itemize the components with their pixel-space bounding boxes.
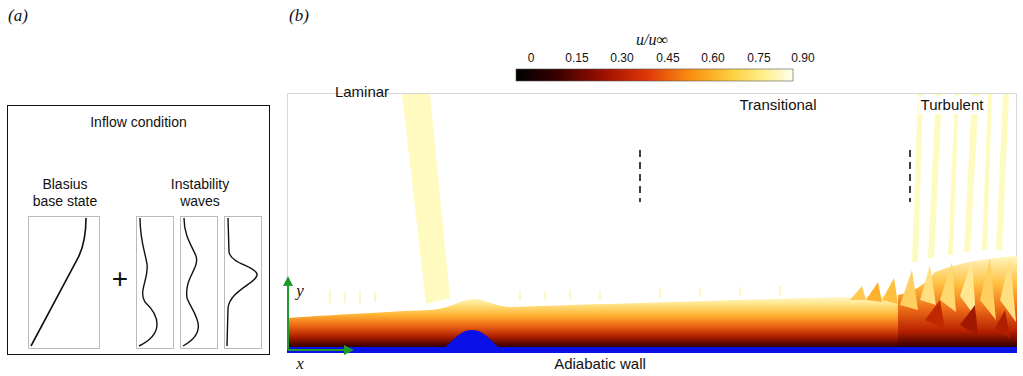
turbulent-streaks bbox=[912, 94, 1009, 262]
axis-arrows bbox=[283, 276, 354, 355]
colourbar-tick: 0.45 bbox=[656, 51, 679, 65]
colourbar-tick: 0.75 bbox=[747, 51, 770, 65]
region-label: Laminar bbox=[335, 83, 389, 101]
axis-label: y bbox=[296, 281, 304, 301]
wall-label: Adiabatic wall bbox=[554, 355, 646, 373]
box-heading: Blasius base state bbox=[28, 176, 102, 210]
axis-label: x bbox=[296, 354, 304, 374]
colourbar-tick: 0.90 bbox=[791, 51, 814, 65]
wall-bump bbox=[437, 330, 507, 350]
panel-label: (b) bbox=[289, 6, 309, 26]
colourbar-tick: 0.30 bbox=[610, 51, 633, 65]
instability-plot: Instability waves bbox=[136, 176, 264, 349]
turbulent-structures bbox=[850, 258, 1016, 338]
colour-bar bbox=[516, 69, 793, 81]
region-divider bbox=[909, 150, 911, 202]
instability-profiles bbox=[136, 216, 262, 349]
colourbar-tick: 0.15 bbox=[565, 51, 588, 65]
inflow-condition-box: Inflow conditionBlasius base state Insta… bbox=[7, 105, 270, 355]
adiabatic-wall bbox=[287, 347, 1017, 353]
plot-holder bbox=[28, 216, 102, 349]
plot-frame bbox=[288, 94, 1017, 350]
blasius-plot: Blasius base state bbox=[28, 176, 102, 349]
plot-holder bbox=[136, 216, 264, 349]
region-label: Transitional bbox=[740, 96, 817, 114]
colourbar-tick: 0 bbox=[528, 51, 535, 65]
turbulent-boundary-layer bbox=[898, 256, 1017, 350]
plus-sign: + bbox=[112, 262, 128, 296]
panel-label: (a) bbox=[8, 6, 28, 26]
colourbar-tick: 0.60 bbox=[701, 51, 724, 65]
box-heading: Inflow condition bbox=[14, 114, 264, 131]
laminar-boundary-layer bbox=[287, 295, 905, 350]
blasius-profile bbox=[28, 216, 100, 349]
box-heading: Instability waves bbox=[152, 176, 248, 210]
region-label: Turbulent bbox=[919, 96, 986, 114]
region-divider bbox=[639, 150, 641, 202]
shock-band bbox=[402, 94, 450, 304]
colourbar-title: u/u∞ bbox=[636, 30, 668, 49]
